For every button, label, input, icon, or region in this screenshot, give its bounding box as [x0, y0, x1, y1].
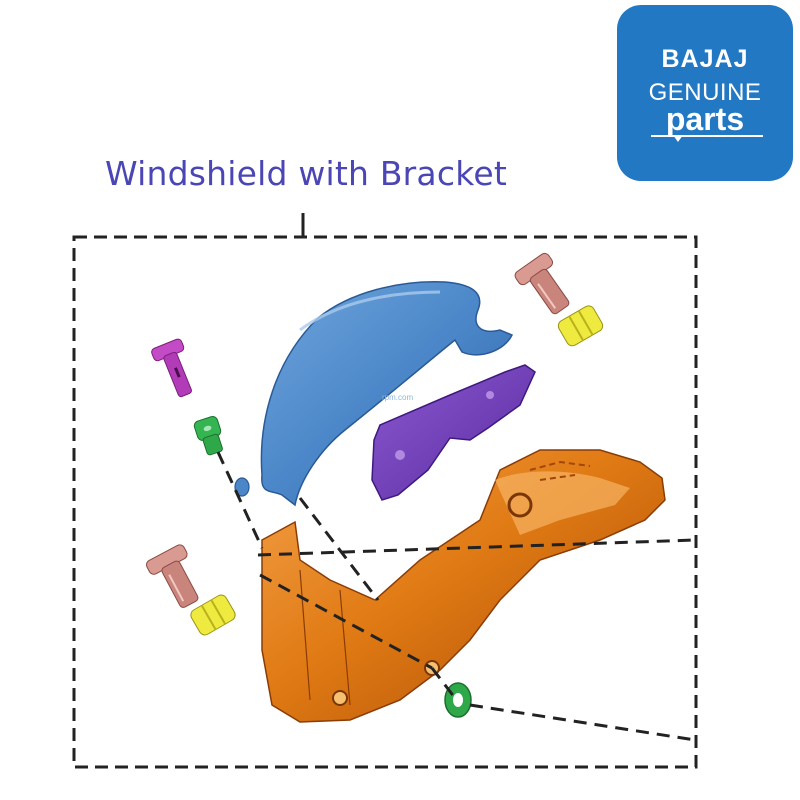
magenta-screw-part [151, 338, 192, 398]
inner-bracket-part [371, 364, 536, 501]
watermark-text: rpm.com [382, 393, 413, 402]
green-bushing-part [193, 415, 223, 456]
main-bracket-part [261, 449, 666, 723]
yellow-bushing-top-part [557, 305, 604, 347]
windshield-part: rpm.com [234, 281, 514, 507]
pink-screw-top-part [514, 252, 570, 315]
yellow-bushing-bottom-part [190, 594, 236, 636]
logo-genuine-text: GENUINE [648, 79, 762, 106]
logo-underline [651, 135, 763, 137]
logo-brand-text: BAJAJ [661, 45, 749, 73]
dashed-group-frame [72, 235, 698, 769]
assembly-leader-lines [216, 451, 696, 742]
logo-arrow-icon [673, 135, 683, 142]
diagram-title: Windshield with Bracket [105, 154, 507, 193]
logo-parts-text: parts [665, 101, 745, 137]
pink-screw-bottom-part [145, 544, 199, 608]
bajaj-genuine-parts-logo: BAJAJ GENUINE parts [617, 5, 793, 181]
